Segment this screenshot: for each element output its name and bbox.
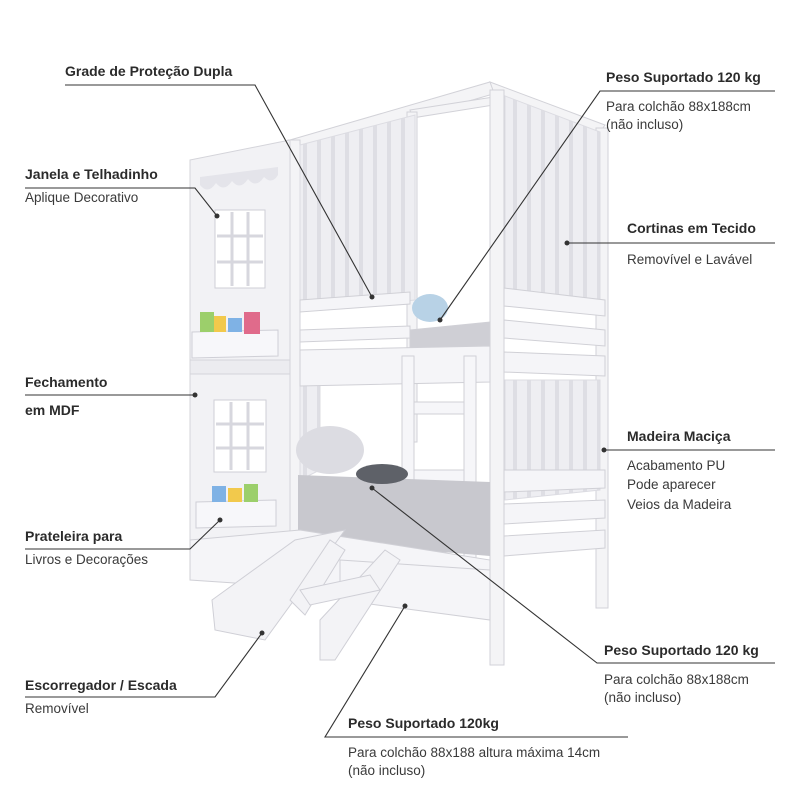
label-peso-mid-sub1: Para colchão 88x188cm [604, 671, 749, 687]
label-peso-top-sub1: Para colchão 88x188cm [606, 98, 751, 114]
label-prateleira-title: Prateleira para [25, 528, 123, 544]
label-peso-top: Peso Suportado 120 kg Para colchão 88x18… [606, 69, 761, 134]
label-cortinas-title: Cortinas em Tecido [627, 220, 756, 236]
label-janela-sub: Aplique Decorativo [25, 189, 139, 205]
slide-steps [211, 529, 401, 661]
upper-bunk [299, 287, 606, 387]
label-cortinas: Cortinas em Tecido Removível e Lavável [627, 220, 756, 268]
label-peso-top-sub2: (não incluso) [606, 117, 684, 133]
label-prateleira: Prateleira para Livros e Decorações [25, 528, 148, 568]
label-grade-title: Grade de Proteção Dupla [65, 63, 233, 79]
label-peso-bottom-sub2: (não incluso) [348, 763, 426, 779]
label-fechamento: Fechamento em MDF [25, 374, 107, 419]
label-peso-top-title: Peso Suportado 120 kg [606, 69, 761, 85]
label-cortinas-sub: Removível e Lavável [627, 251, 753, 267]
label-madeira-sub3: Veios da Madeira [627, 497, 732, 513]
house-panel [189, 139, 291, 576]
label-peso-mid-title: Peso Suportado 120 kg [604, 642, 759, 658]
label-peso-mid-sub2: (não incluso) [604, 690, 682, 706]
label-peso-bottom: Peso Suportado 120kg Para colchão 88x188… [348, 715, 600, 780]
label-peso-bottom-title: Peso Suportado 120kg [348, 715, 499, 731]
label-peso-bottom-sub1: Para colchão 88x188 altura máxima 14cm [348, 744, 601, 760]
label-madeira-sub1: Acabamento PU [627, 457, 726, 473]
label-madeira-sub2: Pode aparecer [627, 477, 716, 493]
label-madeira: Madeira Maciça Acabamento PU Pode aparec… [627, 428, 731, 514]
leader-lines [25, 84, 775, 738]
label-escorregador: Escorregador / Escada Removível [25, 677, 177, 717]
label-escorregador-title: Escorregador / Escada [25, 677, 177, 693]
label-grade: Grade de Proteção Dupla [65, 63, 232, 81]
label-peso-mid: Peso Suportado 120 kg Para colchão 88x18… [604, 642, 759, 707]
label-escorregador-sub: Removível [25, 700, 89, 716]
label-janela-title: Janela e Telhadinho [25, 166, 158, 182]
label-madeira-title: Madeira Maciça [627, 428, 731, 444]
label-prateleira-sub: Livros e Decorações [25, 551, 149, 567]
label-fechamento-title2: em MDF [25, 401, 80, 418]
label-fechamento-title1: Fechamento [25, 374, 108, 390]
label-janela: Janela e Telhadinho Aplique Decorativo [25, 166, 158, 206]
